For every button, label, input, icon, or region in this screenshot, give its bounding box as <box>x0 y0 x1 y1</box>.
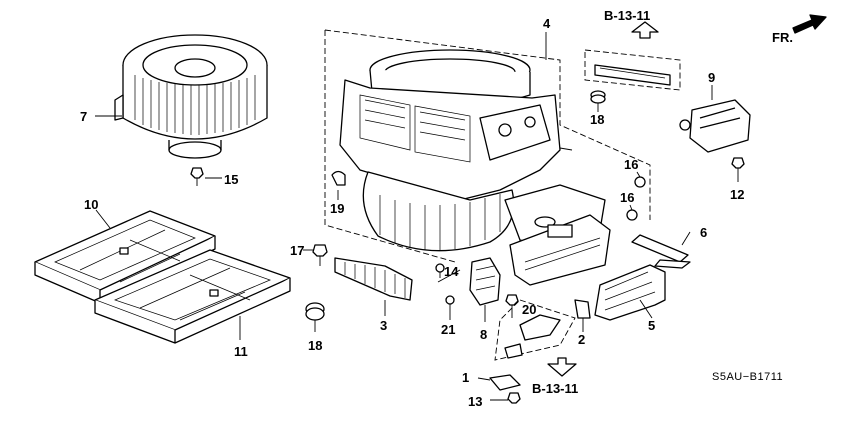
callout-labels: 1 2 3 4 5 6 7 8 9 10 11 12 13 14 15 16 1… <box>80 16 744 409</box>
screw-16-upper <box>634 171 646 188</box>
bracket-1 <box>477 374 521 391</box>
blower-housing-assembly <box>339 49 611 286</box>
clip-19 <box>331 170 346 200</box>
callout-9: 9 <box>708 70 715 85</box>
mode-motor-9 <box>679 85 751 153</box>
cross-ref-bottom <box>547 357 577 377</box>
screw-16-lower <box>626 204 638 221</box>
callout-12: 12 <box>730 187 744 202</box>
reference-code: S5AU−B1711 <box>712 371 783 383</box>
callout-10: 10 <box>84 197 98 212</box>
callout-4: 4 <box>543 16 551 31</box>
screw-17 <box>303 244 328 266</box>
callout-leaders <box>95 32 691 340</box>
cross-ref-top-label: B-13-11 <box>604 8 650 23</box>
callout-14: 14 <box>444 264 459 279</box>
bracket-top-right <box>584 49 681 91</box>
callout-18-top: 18 <box>590 112 604 127</box>
callout-5: 5 <box>648 318 655 333</box>
callout-3: 3 <box>380 318 387 333</box>
up-arrow-icon <box>631 21 659 39</box>
screw-20 <box>505 294 519 318</box>
screw-13 <box>490 392 521 404</box>
cross-ref-top <box>631 21 659 39</box>
actuator-8 <box>469 257 501 322</box>
callout-16-upper: 16 <box>624 157 638 172</box>
front-arrow-icon <box>792 14 827 34</box>
screw-21 <box>445 295 455 320</box>
seal-6 <box>631 234 691 269</box>
callout-15: 15 <box>224 172 238 187</box>
seal-5 <box>594 264 666 321</box>
clip-2 <box>574 299 591 332</box>
bracket-assembly <box>494 299 576 361</box>
resistor-3 <box>334 257 413 316</box>
callout-21: 21 <box>441 322 455 337</box>
screw-14 <box>435 263 445 278</box>
callout-19: 19 <box>330 201 344 216</box>
callout-6: 6 <box>700 225 707 240</box>
front-direction-indicator: FR. <box>772 14 827 45</box>
screw-12 <box>731 157 745 182</box>
air-filter-11 <box>94 249 291 344</box>
callout-20: 20 <box>522 302 536 317</box>
callout-17: 17 <box>290 243 304 258</box>
bolt-15 <box>190 167 222 186</box>
blower-motor <box>114 34 268 159</box>
down-arrow-icon <box>547 357 577 377</box>
cross-ref-bottom-label: B-13-11 <box>532 381 578 396</box>
housing-outline <box>324 29 651 263</box>
grommet-18-top <box>590 90 606 112</box>
callout-13: 13 <box>468 394 482 409</box>
callout-8: 8 <box>480 327 487 342</box>
front-direction-label: FR. <box>772 30 793 45</box>
callout-11: 11 <box>234 344 248 359</box>
callout-16-lower: 16 <box>620 190 634 205</box>
grommet-18-left <box>305 302 325 332</box>
callout-1: 1 <box>462 370 469 385</box>
callout-7: 7 <box>80 109 87 124</box>
callout-18-left: 18 <box>308 338 322 353</box>
callout-2: 2 <box>578 332 585 347</box>
